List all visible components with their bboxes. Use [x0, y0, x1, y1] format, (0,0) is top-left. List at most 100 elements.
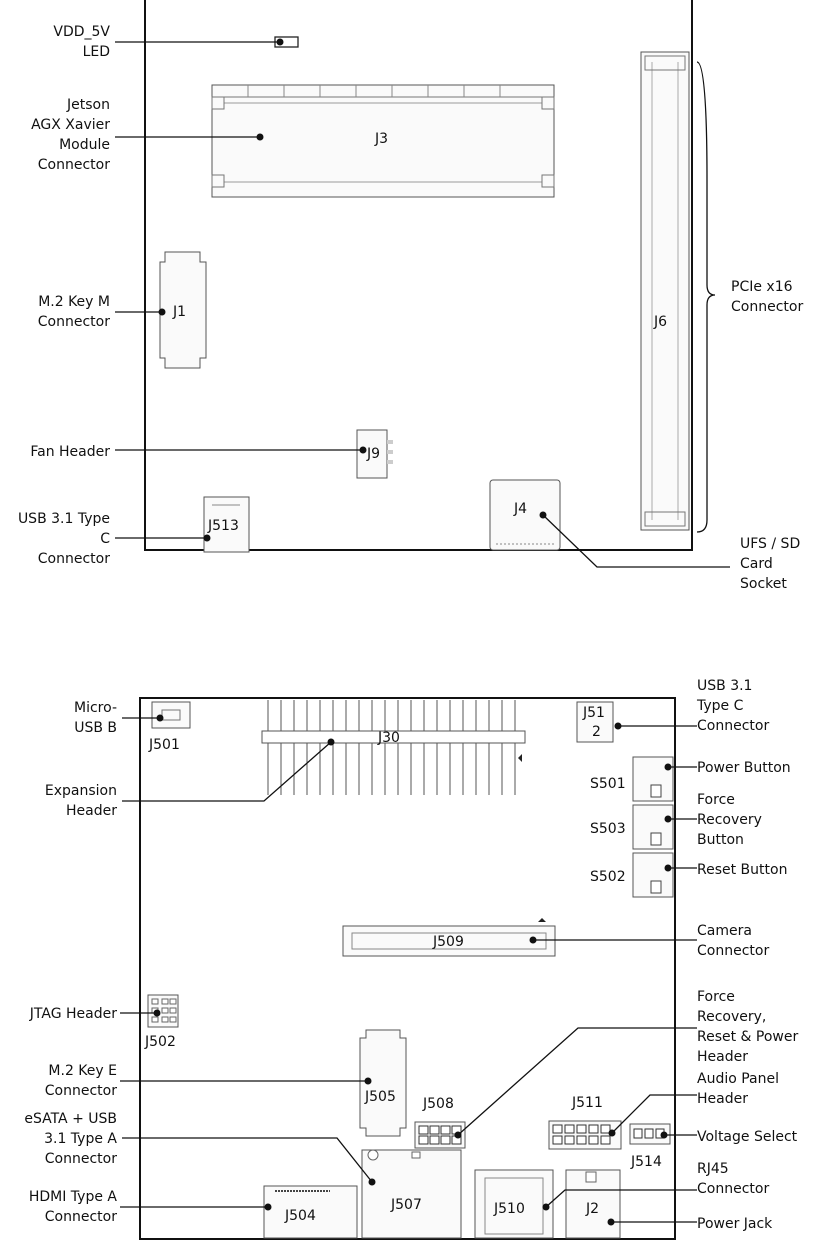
vdd-led-label-1: VDD_5V: [53, 24, 110, 40]
frp-header-label-1: Force: [697, 989, 735, 1005]
rj45-connector-j510: J510: [474, 1169, 554, 1239]
force-recovery-label-3: Button: [697, 832, 744, 848]
audio-label-2: Header: [697, 1091, 748, 1107]
j30-designator: J30: [377, 730, 400, 746]
module-connector-j3: J3: [211, 84, 555, 198]
pcie-x16-connector-j6: J6: [640, 51, 690, 531]
esata-label-2: 3.1 Type A: [44, 1131, 117, 1147]
j2-designator: J2: [585, 1201, 599, 1217]
audio-label-1: Audio Panel: [697, 1071, 779, 1087]
j507-designator: J507: [390, 1197, 422, 1213]
jetson-label-4: Connector: [38, 157, 110, 173]
j512-designator-part-2: 2: [592, 724, 601, 740]
jtag-label: JTAG Header: [29, 1006, 117, 1022]
ufs-sd-label-1: UFS / SD: [740, 536, 800, 552]
pcie-label-1: PCIe x16: [731, 279, 793, 295]
j514-designator: J514: [630, 1154, 662, 1170]
hdmi-connector-j504: J504: [263, 1185, 358, 1239]
s502-designator: S502: [590, 869, 626, 885]
ufs-sd-label-2: Card: [740, 556, 773, 572]
s501-designator: S501: [590, 776, 626, 792]
top-board-diagram: J3 J1 J9 J513 J4: [18, 0, 804, 592]
hdmi-label-2: Connector: [45, 1209, 117, 1225]
pcie-label-2: Connector: [731, 299, 803, 315]
camera-connector-j509: J509: [342, 918, 556, 957]
j508-designator: J508: [422, 1096, 454, 1112]
j6-designator: J6: [653, 314, 667, 330]
esata-usb-connector-j507: J507: [361, 1149, 462, 1239]
m2-key-e-label-1: M.2 Key E: [48, 1063, 117, 1079]
reset-button-label: Reset Button: [697, 862, 787, 878]
m2-key-m-label-1: M.2 Key M: [38, 294, 110, 310]
power-jack-j2: J2: [565, 1169, 621, 1239]
jtag-header-j502: J502: [144, 994, 179, 1050]
jetson-label-1: Jetson: [66, 97, 110, 113]
expansion-header-j30: J30: [261, 700, 526, 795]
jetson-label-3: Module: [59, 137, 110, 153]
j1-designator: J1: [172, 304, 186, 320]
power-button-label: Power Button: [697, 760, 791, 776]
j4-designator: J4: [513, 501, 527, 517]
j502-designator: J502: [144, 1034, 176, 1050]
j501-designator: J501: [148, 737, 180, 753]
j511-designator: J511: [571, 1095, 603, 1111]
rj45-label-2: Connector: [697, 1181, 769, 1197]
m2-key-e-label-2: Connector: [45, 1083, 117, 1099]
bottom-leader-lines: [120, 714, 697, 1226]
top-leader-lines: [115, 38, 730, 568]
vdd-led-label-2: LED: [83, 44, 110, 60]
frp-header-label-4: Header: [697, 1049, 748, 1065]
switches: S501 S503 S502: [590, 756, 674, 898]
usb-c-connector-j512: J51 2: [576, 701, 614, 743]
fan-header-j9: J9: [356, 429, 393, 479]
rj45-label-1: RJ45: [697, 1161, 729, 1177]
camera-label-2: Connector: [697, 943, 769, 959]
expansion-label-1: Expansion: [45, 783, 117, 799]
ufs-sd-label-3: Socket: [740, 576, 787, 592]
fan-header-label: Fan Header: [30, 444, 110, 460]
j9-designator: J9: [366, 446, 380, 462]
esata-label-3: Connector: [45, 1151, 117, 1167]
frp-header-label-3: Reset & Power: [697, 1029, 798, 1045]
voltage-select-label: Voltage Select: [697, 1129, 798, 1145]
expansion-label-2: Header: [66, 803, 117, 819]
jetson-label-2: AGX Xavier: [31, 117, 110, 133]
j512-designator-part-1: J51: [582, 705, 605, 721]
camera-label-1: Camera: [697, 923, 752, 939]
top-board-outline: [144, 0, 693, 551]
force-recovery-label-1: Force: [697, 792, 735, 808]
ufs-sd-socket-j4: J4: [489, 479, 561, 551]
j509-designator: J509: [432, 934, 464, 950]
micro-usb-label-2: USB B: [74, 720, 117, 736]
usb-c-top-label-1: USB 3.1 Type: [18, 511, 110, 527]
j510-designator: J510: [493, 1201, 525, 1217]
bottom-board-diagram: J501 J30 J51 2 S501 S503 S502: [24, 678, 798, 1240]
j513-designator: J513: [207, 518, 239, 534]
voltage-select-j514: J514: [629, 1123, 671, 1170]
force-recovery-label-2: Recovery: [697, 812, 762, 828]
hdmi-label-1: HDMI Type A: [29, 1189, 118, 1205]
m2-key-m-connector-j1: J1: [159, 251, 207, 369]
frp-header-label-2: Recovery,: [697, 1009, 766, 1025]
power-jack-label: Power Jack: [697, 1216, 773, 1232]
esata-label-1: eSATA + USB: [24, 1111, 117, 1127]
usb-c-top-label-3: Connector: [38, 551, 110, 567]
usb-c-top-label-2: C: [100, 531, 110, 547]
